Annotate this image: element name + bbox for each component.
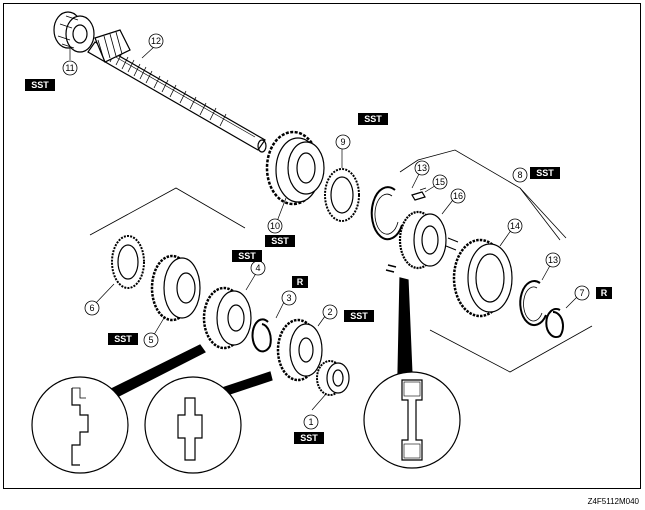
sync-ring-6 — [111, 235, 145, 289]
part-label-4: 4 — [250, 260, 266, 276]
svg-text:12: 12 — [151, 36, 161, 46]
svg-text:6: 6 — [89, 303, 94, 313]
part-label-3: 3 — [281, 290, 297, 306]
svg-text:10: 10 — [270, 221, 280, 231]
svg-text:R: R — [601, 288, 608, 298]
gear-10 — [265, 130, 325, 206]
part-label-11: 11 — [62, 60, 78, 76]
svg-text:3: 3 — [286, 293, 291, 303]
part-label-14: 14 — [507, 218, 523, 234]
part-label-5: 5 — [143, 332, 159, 348]
detail-circle-left — [31, 376, 129, 474]
part-label-13-lower: 13 — [545, 252, 561, 268]
part-label-7: 7 — [574, 285, 590, 301]
part-label-6: 6 — [84, 300, 100, 316]
sync-ring-9 — [324, 168, 360, 222]
svg-text:14: 14 — [510, 221, 520, 231]
svg-text:13: 13 — [548, 255, 558, 265]
svg-text:4: 4 — [255, 263, 260, 273]
gear-2 — [276, 318, 323, 382]
svg-text:13: 13 — [417, 163, 427, 173]
r-tag-3: R — [292, 276, 308, 288]
key-15 — [411, 187, 427, 201]
main-shaft — [87, 29, 267, 153]
sst-tag-4: SST — [232, 250, 262, 262]
r-tag-7: R — [596, 287, 612, 299]
image-code: Z4F5112M040 — [587, 497, 639, 506]
svg-text:SST: SST — [350, 311, 368, 321]
sst-tag-2: SST — [344, 310, 374, 322]
svg-text:11: 11 — [65, 63, 74, 73]
snap-ring-7 — [545, 308, 564, 338]
callout-pointer-right — [397, 277, 413, 376]
part-label-8: 8 — [512, 167, 528, 183]
snap-ring-13-upper — [370, 186, 403, 241]
part-label-9: 9 — [335, 134, 351, 150]
part-label-16: 16 — [450, 188, 466, 204]
svg-text:16: 16 — [453, 191, 463, 201]
detail-circle-middle — [144, 376, 242, 474]
diagram-frame — [3, 3, 641, 489]
svg-text:8: 8 — [517, 170, 522, 180]
svg-text:9: 9 — [340, 137, 345, 147]
sst-tag-8: SST — [530, 167, 560, 179]
sst-tag-5: SST — [108, 333, 138, 345]
snap-ring-13-lower — [519, 280, 547, 327]
sst-tag-11: SST — [25, 79, 55, 91]
svg-text:SST: SST — [31, 80, 49, 90]
part-number-labels: 11 12 10 9 13 15 16 8 14 13 7 6 5 4 3 2 … — [62, 33, 590, 430]
svg-text:7: 7 — [579, 288, 584, 298]
svg-text:R: R — [297, 277, 304, 287]
gear-4 — [202, 286, 252, 350]
svg-text:SST: SST — [271, 236, 289, 246]
svg-text:SST: SST — [364, 114, 382, 124]
sst-tag-10: SST — [265, 235, 295, 247]
bearing-1 — [316, 360, 350, 396]
snap-ring-3 — [251, 318, 272, 353]
part-label-15: 15 — [432, 174, 448, 190]
svg-text:SST: SST — [238, 251, 256, 261]
part-label-10: 10 — [267, 218, 283, 234]
bearing-11 — [53, 11, 95, 53]
svg-text:SST: SST — [300, 433, 318, 443]
part-label-1: 1 — [303, 414, 319, 430]
sync-hub-16 — [398, 210, 459, 270]
gear-5 — [150, 254, 201, 322]
part-label-13-upper: 13 — [414, 160, 430, 176]
svg-text:2: 2 — [327, 307, 332, 317]
tool-tags: SST SST SST SST SST SST SST SST R R — [25, 79, 612, 444]
svg-text:5: 5 — [148, 335, 153, 345]
svg-text:15: 15 — [435, 177, 445, 187]
svg-text:SST: SST — [536, 168, 554, 178]
detail-circle-right — [363, 371, 461, 469]
sst-tag-9: SST — [358, 113, 388, 125]
svg-text:1: 1 — [308, 417, 313, 427]
svg-text:SST: SST — [114, 334, 132, 344]
part-label-2: 2 — [322, 304, 338, 320]
part-label-12: 12 — [148, 33, 164, 49]
sleeve-14 — [452, 238, 513, 318]
sst-tag-1: SST — [294, 432, 324, 444]
